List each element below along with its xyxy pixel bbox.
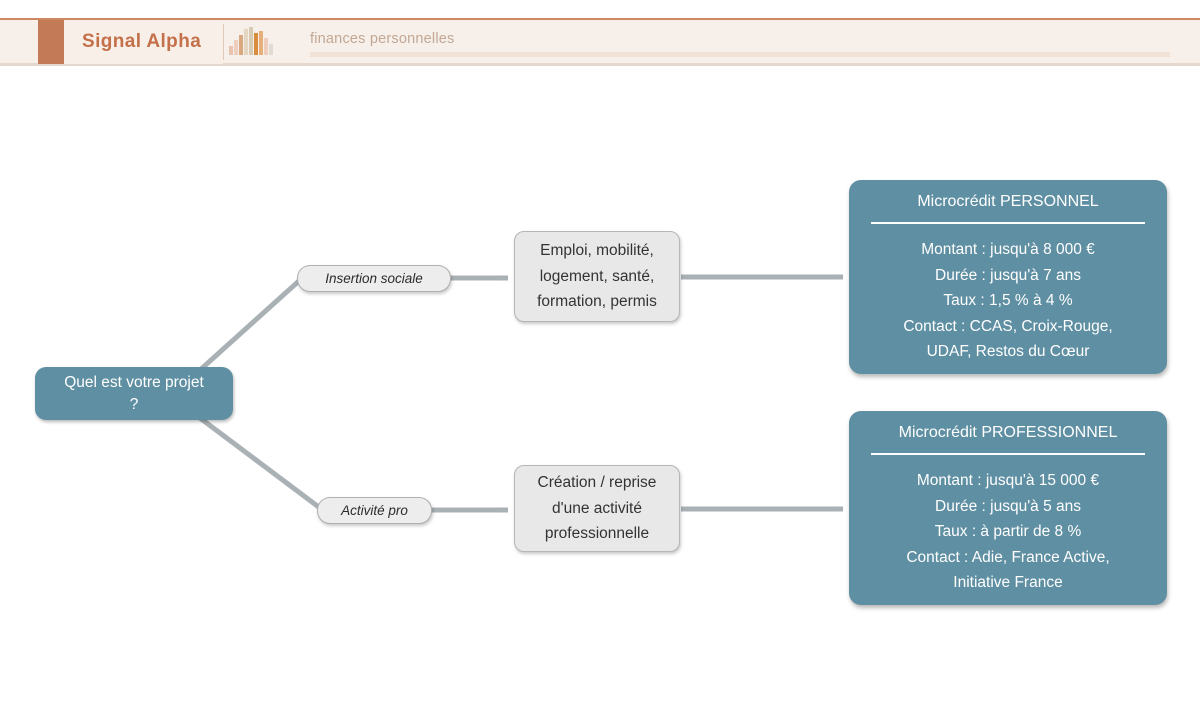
- card-title: Microcrédit PERSONNEL: [917, 193, 1099, 210]
- node-root-line1: Quel est votre projet: [64, 373, 204, 391]
- card-detail-duree: Durée : jusqu'à 7 ans: [935, 266, 1081, 284]
- edge-root-to-insertion: [198, 278, 302, 372]
- card-detail-contact-line1: Contact : CCAS, Croix-Rouge,: [903, 317, 1113, 335]
- criteria-line: d'une activité: [552, 499, 642, 517]
- card-title: Microcrédit PROFESSIONNEL: [898, 424, 1118, 441]
- card-microcredit-personnel[interactable]: Microcrédit PERSONNEL Montant : jusqu'à …: [849, 180, 1167, 374]
- card-detail-contact-line1: Contact : Adie, France Active,: [906, 548, 1110, 566]
- header-subtitle-rule: [310, 52, 1170, 57]
- node-root-line2: ?: [129, 395, 139, 413]
- edge-label-activite-pro[interactable]: Activité pro: [317, 497, 432, 524]
- card-detail-duree: Durée : jusqu'à 5 ans: [935, 497, 1081, 515]
- edge-label-insertion-sociale[interactable]: Insertion sociale: [297, 265, 451, 292]
- header-subtitle-group: finances personnelles: [310, 31, 1170, 57]
- brand-title: Signal Alpha: [82, 31, 202, 52]
- criteria-line: professionnelle: [544, 525, 650, 543]
- node-criteria-professionnel[interactable]: Création / reprise d'une activité profes…: [514, 465, 680, 552]
- node-criteria-personnel[interactable]: Emploi, mobilité, logement, santé, forma…: [514, 231, 680, 322]
- card-detail-contact-line2: Initiative France: [953, 574, 1063, 591]
- card-detail-montant: Montant : jusqu'à 8 000 €: [921, 241, 1095, 258]
- header-brand-group: Signal Alpha: [38, 20, 278, 64]
- node-root-question[interactable]: Quel est votre projet ?: [35, 367, 233, 420]
- card-detail-contact-line2: UDAF, Restos du Cœur: [926, 343, 1090, 360]
- card-microcredit-professionnel[interactable]: Microcrédit PROFESSIONNEL Montant : jusq…: [849, 411, 1167, 605]
- criteria-line: Emploi, mobilité,: [540, 242, 654, 260]
- card-divider: [871, 222, 1145, 224]
- criteria-line: formation, permis: [537, 293, 657, 311]
- brand-color-swatch: [38, 20, 64, 64]
- header-divider: [223, 24, 225, 60]
- edge-root-to-activite: [198, 416, 322, 510]
- bar-chart-icon-bars: [229, 27, 274, 55]
- card-detail-taux: Taux : à partir de 8 %: [934, 523, 1082, 540]
- bar-chart-icon: [224, 20, 278, 64]
- card-detail-montant: Montant : jusqu'à 15 000 €: [916, 472, 1100, 489]
- brand-plate: Signal Alpha: [64, 20, 224, 64]
- criteria-line: logement, santé,: [539, 267, 655, 285]
- header-subtitle: finances personnelles: [310, 31, 455, 47]
- criteria-line: Création / reprise: [537, 474, 657, 492]
- card-detail-taux: Taux : 1,5 % à 4 %: [943, 292, 1073, 309]
- card-divider: [871, 453, 1145, 455]
